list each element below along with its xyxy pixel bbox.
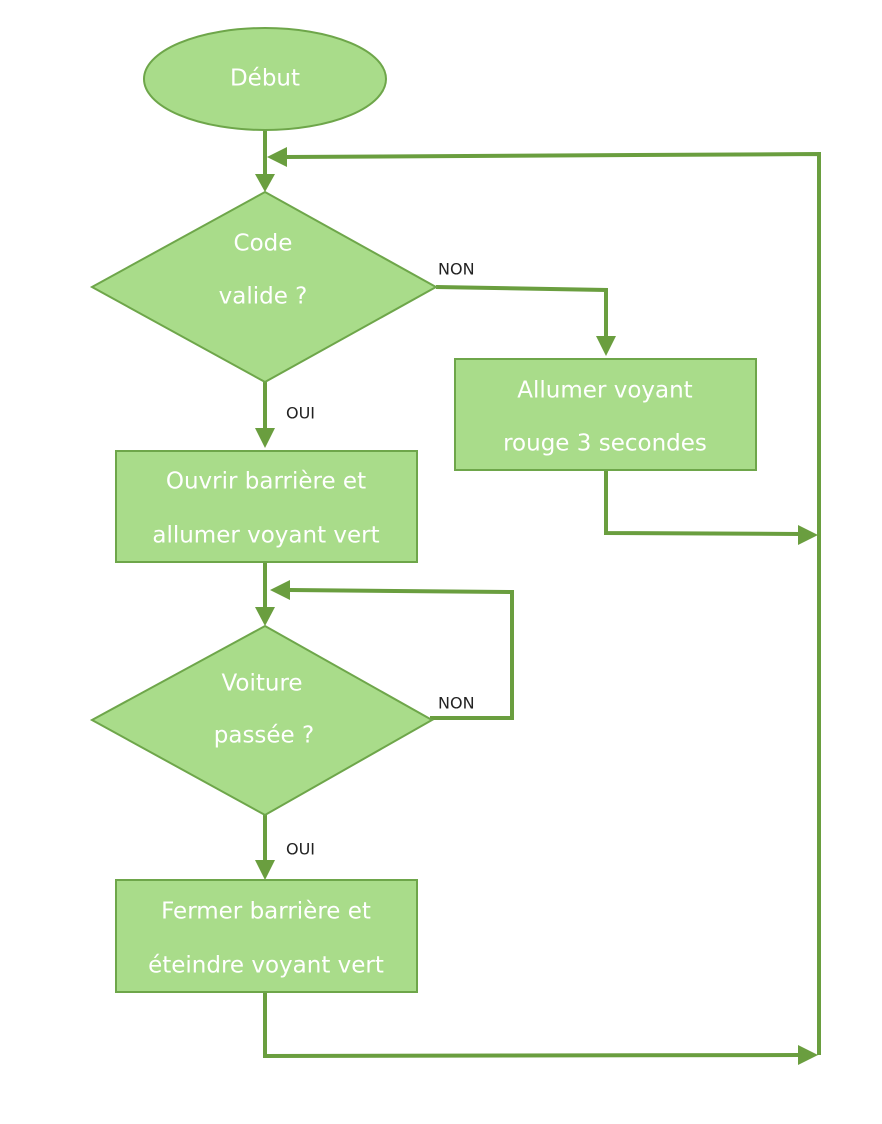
node-process-open-gate: Ouvrir barrière et allumer voyant vert — [115, 450, 418, 563]
start-ellipse — [143, 27, 387, 131]
edge-car-no-loop — [289, 588, 514, 720]
red-light-box — [454, 358, 757, 471]
node-process-red-light: Allumer voyant rouge 3 secondes — [454, 358, 757, 471]
close-gate-label-line1: Fermer barrière et — [161, 899, 371, 925]
close-gate-box — [115, 879, 418, 993]
code-decision-label-line2: valide ? — [219, 284, 308, 310]
arrowhead-left-return — [267, 147, 287, 167]
edge-main-return-bus — [284, 151, 821, 1055]
label-code-no: NON — [438, 260, 475, 279]
arrowhead-left-car-loop — [270, 580, 290, 600]
arrowhead-right-close-bus — [798, 1045, 818, 1065]
label-code-yes: OUI — [286, 404, 315, 423]
code-decision-diamond — [89, 190, 439, 384]
open-gate-label-line2: allumer voyant vert — [152, 523, 379, 549]
arrowhead-right-red-bus — [798, 525, 818, 545]
arrowhead-down-car — [255, 607, 275, 626]
arrowhead-down-red — [596, 336, 616, 356]
code-decision-label-line1: Code — [234, 231, 293, 257]
node-decision-code: Code valide ? — [89, 190, 439, 384]
label-car-no: NON — [438, 694, 475, 713]
car-decision-label-line1: Voiture — [221, 671, 302, 697]
start-label: Début — [230, 66, 300, 92]
car-decision-diamond — [89, 624, 435, 817]
open-gate-box — [115, 450, 418, 563]
car-decision-label-line2: passée ? — [214, 723, 314, 749]
open-gate-label-line1: Ouvrir barrière et — [166, 469, 366, 495]
edge-code-no — [435, 285, 608, 340]
red-light-label-line1: Allumer voyant — [517, 378, 692, 404]
node-decision-car: Voiture passée ? — [89, 624, 435, 817]
arrowhead-down-open — [255, 428, 275, 448]
node-start: Début — [143, 27, 387, 131]
edge-close-to-bus — [263, 992, 801, 1059]
arrowhead-down-code — [255, 174, 275, 192]
arrowhead-down-close — [255, 860, 275, 880]
red-light-label-line2: rouge 3 secondes — [503, 431, 707, 457]
connectors — [255, 130, 821, 1065]
label-car-yes: OUI — [286, 840, 315, 859]
node-process-close-gate: Fermer barrière et éteindre voyant vert — [115, 879, 418, 993]
edge-red-to-bus — [604, 470, 801, 536]
close-gate-label-line2: éteindre voyant vert — [148, 953, 384, 979]
